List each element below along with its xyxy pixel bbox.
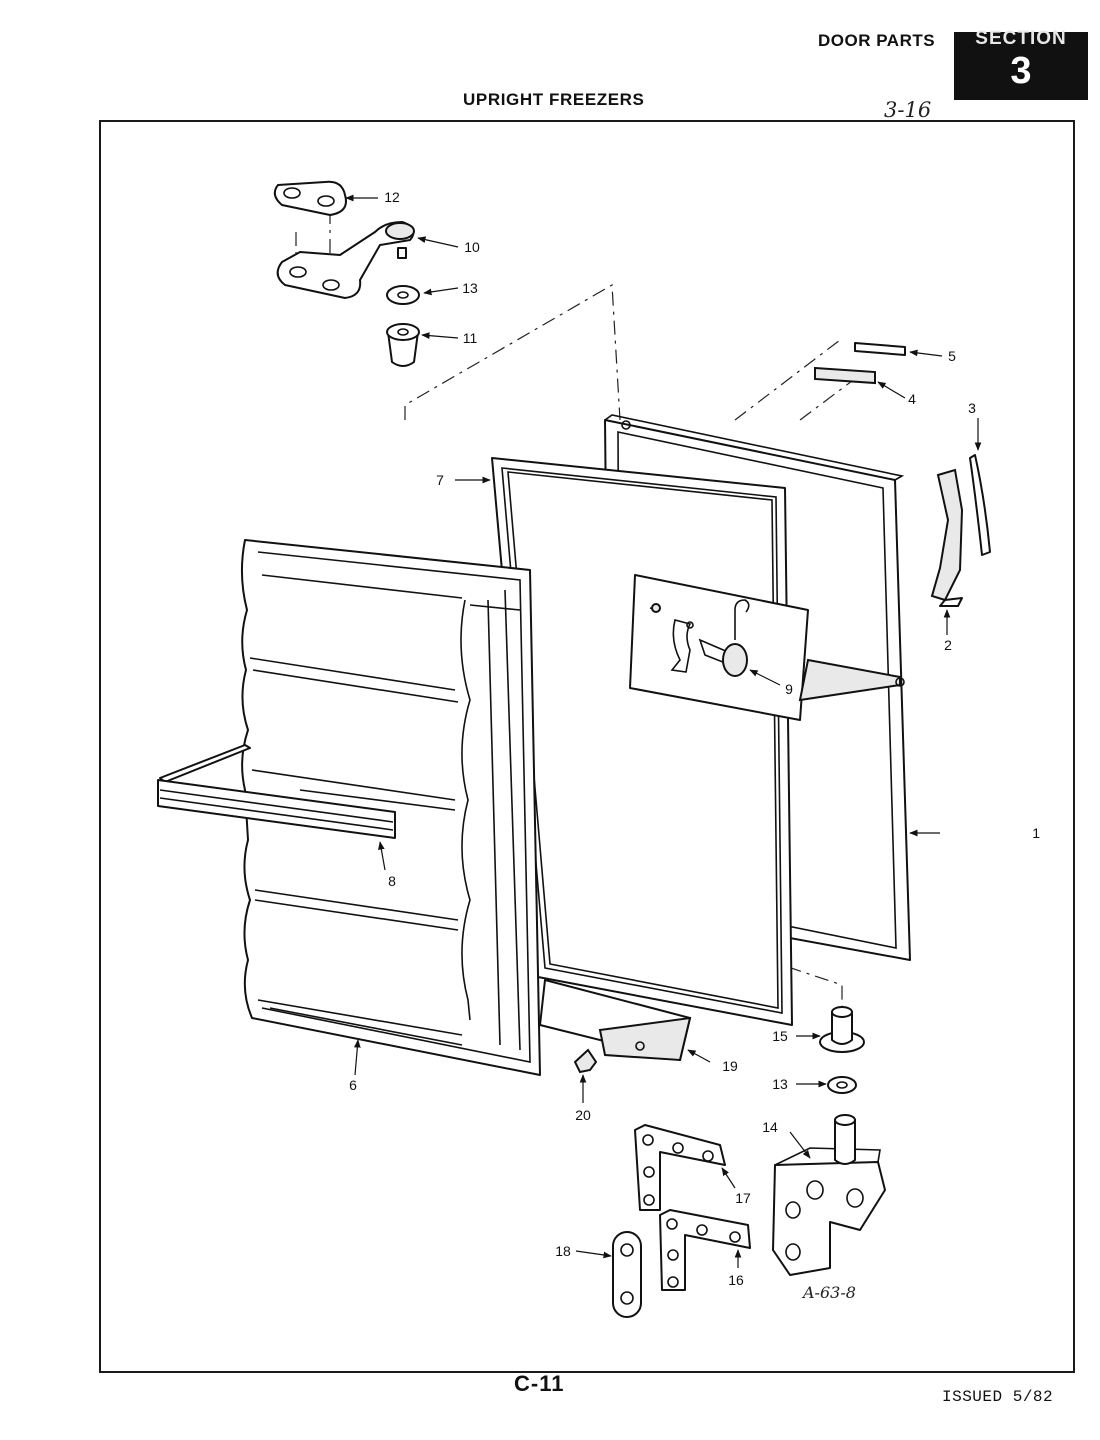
- part-3-handle-trim: [969, 454, 991, 556]
- part-9-lock-inset: [629, 574, 905, 721]
- part-11-bushing: [386, 323, 420, 367]
- callout-16: 16: [728, 1272, 744, 1288]
- callout-17: 17: [735, 1190, 751, 1206]
- part-6-inner-door-liner: [240, 539, 541, 1076]
- callout-9: 9: [785, 681, 793, 697]
- part-20-clip: [573, 1048, 598, 1074]
- callout-5: 5: [948, 348, 956, 364]
- part-13-washer-bottom: [827, 1076, 857, 1094]
- diagram-frame: [99, 120, 1075, 1373]
- callout-4: 4: [908, 391, 916, 407]
- callout-2: 2: [944, 637, 952, 653]
- category-label: DOOR PARTS: [818, 31, 936, 50]
- callout-20: 20: [575, 1107, 591, 1123]
- callout-18: 18: [555, 1243, 571, 1259]
- callout-8: 8: [388, 873, 396, 889]
- callout-10: 10: [464, 239, 480, 255]
- figure-code: A-63-8: [801, 1283, 856, 1302]
- part-10-top-hinge: [276, 221, 415, 299]
- callout-11: 11: [463, 330, 478, 346]
- section-word: SECTION: [975, 28, 1067, 49]
- part-16-l-shim: [659, 1209, 751, 1291]
- callout-leaders: [345, 194, 982, 1268]
- part-5-trim-strip: [854, 342, 906, 356]
- callout-19: 19: [722, 1058, 738, 1074]
- part-13-washer-top: [386, 285, 420, 305]
- part-14-bottom-hinge: [772, 1114, 886, 1276]
- page-title: UPRIGHT FREEZERS: [463, 90, 645, 109]
- callout-12: 12: [384, 189, 400, 205]
- part-19-breaker-strip: [539, 979, 692, 1062]
- page-code: C-11: [514, 1371, 565, 1396]
- callout-7: 7: [436, 472, 444, 488]
- callout-6: 6: [349, 1077, 357, 1093]
- section-number: 3: [1010, 50, 1032, 92]
- section-badge: SECTION 3: [954, 28, 1088, 100]
- callout-13-top: 13: [462, 280, 478, 296]
- callout-15: 15: [772, 1028, 788, 1044]
- part-4-trim-strip: [814, 366, 876, 385]
- part-17-l-shim: [634, 1124, 726, 1211]
- part-12-hinge-shim: [273, 180, 347, 216]
- part-8-shelf-bar: [157, 744, 456, 839]
- part-15-hinge-pin: [819, 1006, 865, 1053]
- handwritten-note: 3-16: [884, 98, 932, 122]
- issued-date: ISSUED 5/82: [942, 1388, 1054, 1406]
- callout-1: 1: [1032, 825, 1040, 841]
- part-2-door-handle: [930, 468, 964, 607]
- callout-13-bottom: 13: [772, 1076, 788, 1092]
- callout-3: 3: [968, 400, 976, 416]
- callout-numbers: 1 2 3 4 5 6 7 8 9 10 11 12 13 13 14 15 1…: [349, 189, 1040, 1302]
- callout-14: 14: [762, 1119, 778, 1135]
- part-18-shim-plate: [612, 1231, 642, 1318]
